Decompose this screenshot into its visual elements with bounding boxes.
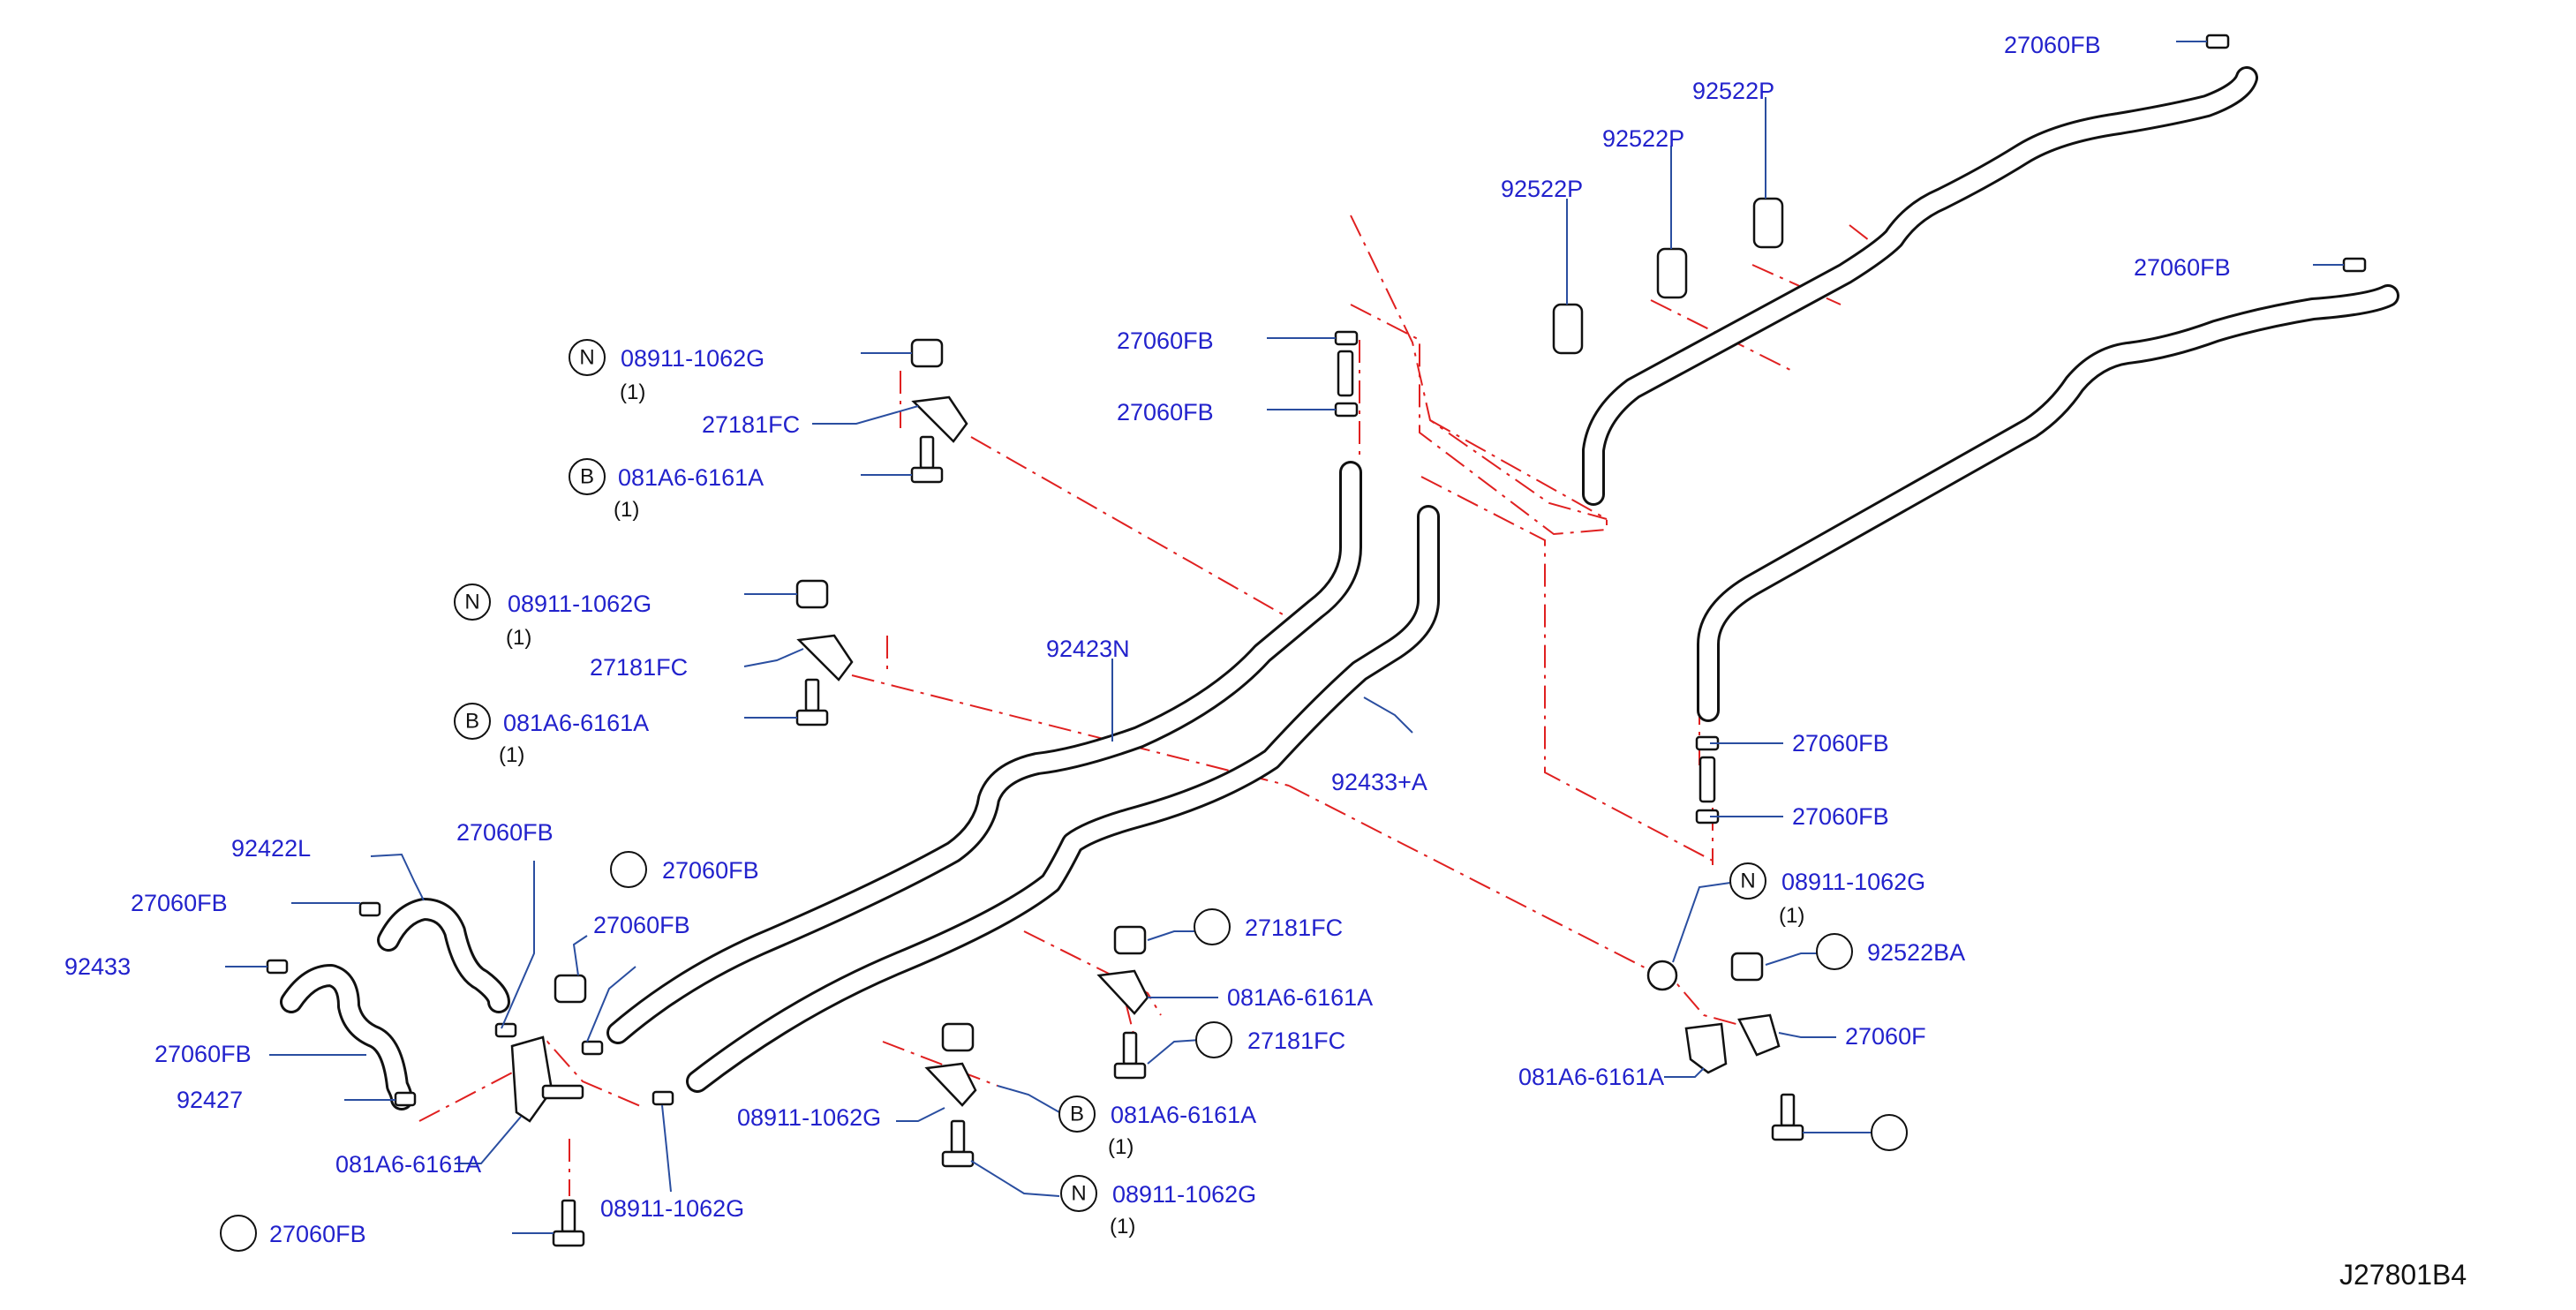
- callout-quantity: (1): [614, 498, 639, 522]
- tube-upper-right-b: [1697, 284, 2399, 722]
- callout-part-number: 27060FB: [154, 1041, 252, 1067]
- callout-part-number: 27060FB: [131, 890, 228, 916]
- leader-lines: [225, 41, 2344, 1234]
- callout-part-number: 27060FB: [2004, 32, 2101, 58]
- callout-prefix: B: [465, 710, 479, 734]
- tube-92433-A: [686, 505, 1440, 1093]
- callout-part-number: 081A6-6161A: [1111, 1102, 1256, 1128]
- callout-prefix-circle: [1871, 1114, 1908, 1151]
- callout-part-number: 08911-1062G: [1112, 1181, 1256, 1208]
- callout-prefix-circle: [1058, 1095, 1096, 1133]
- callout-prefix-circle: [610, 851, 647, 888]
- callout-part-number: 92522P: [1602, 125, 1684, 152]
- callout-prefix-circle: [454, 703, 491, 740]
- callout-part-number: 92522P: [1501, 176, 1583, 202]
- callout-part-number: 081A6-6161A: [1227, 984, 1373, 1011]
- callout-part-number: 081A6-6161A: [335, 1151, 481, 1178]
- callout-part-number: 27060FB: [2134, 254, 2231, 281]
- hose-clamp-27060FB: [266, 34, 2367, 1107]
- callout-prefix: N: [1740, 870, 1755, 893]
- tube-upper-right-a: [1582, 66, 2258, 506]
- callout-part-number: 08911-1062G: [600, 1195, 744, 1222]
- callout-quantity: (1): [1108, 1135, 1134, 1159]
- callout-prefix-circle: [569, 339, 606, 376]
- callout-part-number: 92427: [177, 1087, 243, 1113]
- callout-prefix-circle: [1816, 933, 1853, 970]
- callout-part-number: 92423N: [1046, 636, 1130, 662]
- callout-quantity: (1): [506, 626, 531, 650]
- callout-part-number: 92522BA: [1867, 939, 1965, 966]
- connector-pipes: [1337, 350, 1716, 803]
- callout-labels: 27060FB 92522P 92522P 92522P 27060FB 270…: [64, 32, 2467, 1291]
- clip-92427: [510, 1035, 584, 1123]
- bracket-27060F: [1684, 1022, 1728, 1074]
- nut-08911-1062G: [554, 338, 1764, 1052]
- callout-prefix: N: [579, 346, 594, 370]
- callout-prefix-circle: [1194, 908, 1231, 945]
- callout-part-number: 27060FB: [662, 857, 759, 884]
- callout-prefix: N: [1071, 1182, 1086, 1206]
- callout-part-number: 92422L: [231, 835, 311, 862]
- callout-prefix-circle: [1195, 1021, 1232, 1058]
- callout-part-number: 27181FC: [1247, 1028, 1345, 1054]
- callout-prefix: B: [1070, 1103, 1084, 1126]
- callout-part-number: 08911-1062G: [1781, 869, 1925, 895]
- callout-quantity: (1): [1779, 904, 1804, 928]
- callout-part-number: 27181FC: [1245, 915, 1343, 941]
- callout-quantity: (1): [1110, 1215, 1135, 1238]
- callout-part-number: 081A6-6161A: [1518, 1064, 1664, 1090]
- callout-quantity: (1): [499, 743, 524, 767]
- tube-92423N: [606, 461, 1362, 1044]
- callout-prefix: N: [464, 591, 479, 614]
- callout-part-number: 27060FB: [593, 912, 690, 938]
- hose-92422L: [377, 898, 510, 1013]
- callout-prefix-circle: [454, 583, 491, 621]
- callout-prefix-circle: [569, 458, 606, 495]
- callout-part-number: 92433+A: [1331, 769, 1427, 795]
- callout-prefix-circle: [220, 1215, 257, 1252]
- callout-part-number: 27060FB: [269, 1221, 366, 1247]
- callout-part-number: 08911-1062G: [737, 1104, 881, 1131]
- callout-part-number: 08911-1062G: [508, 591, 652, 617]
- callout-prefix-circle: [1729, 862, 1766, 900]
- callout-part-number: 27060FB: [1117, 399, 1214, 425]
- callout-part-number: 92522P: [1692, 78, 1774, 104]
- callout-part-number: 27181FC: [590, 654, 688, 681]
- callout-quantity: (1): [620, 380, 645, 404]
- callout-part-number: 27060FB: [1792, 730, 1889, 757]
- callout-prefix: B: [580, 465, 594, 489]
- diagram-code: J27801B4: [2339, 1259, 2467, 1291]
- callout-part-number: 27060FB: [1792, 803, 1889, 830]
- callout-part-number: 08911-1062G: [621, 345, 765, 372]
- bolt-081A6-6161A: [552, 435, 1804, 1247]
- callout-part-number: 27060FB: [456, 819, 554, 846]
- callout-part-number: 27060F: [1845, 1023, 1926, 1050]
- bracket-92522BA: [1737, 1013, 1781, 1057]
- callout-prefix-circle: [1060, 1175, 1097, 1212]
- callout-part-number: 27181FC: [702, 411, 800, 438]
- callout-part-number: 081A6-6161A: [618, 464, 764, 491]
- bracket-27181FC: [796, 395, 1149, 1107]
- callout-part-number: 081A6-6161A: [503, 710, 649, 736]
- callout-part-number: 92433: [64, 953, 131, 980]
- callout-part-number: 27060FB: [1117, 328, 1214, 354]
- hose-92433: [280, 964, 413, 1110]
